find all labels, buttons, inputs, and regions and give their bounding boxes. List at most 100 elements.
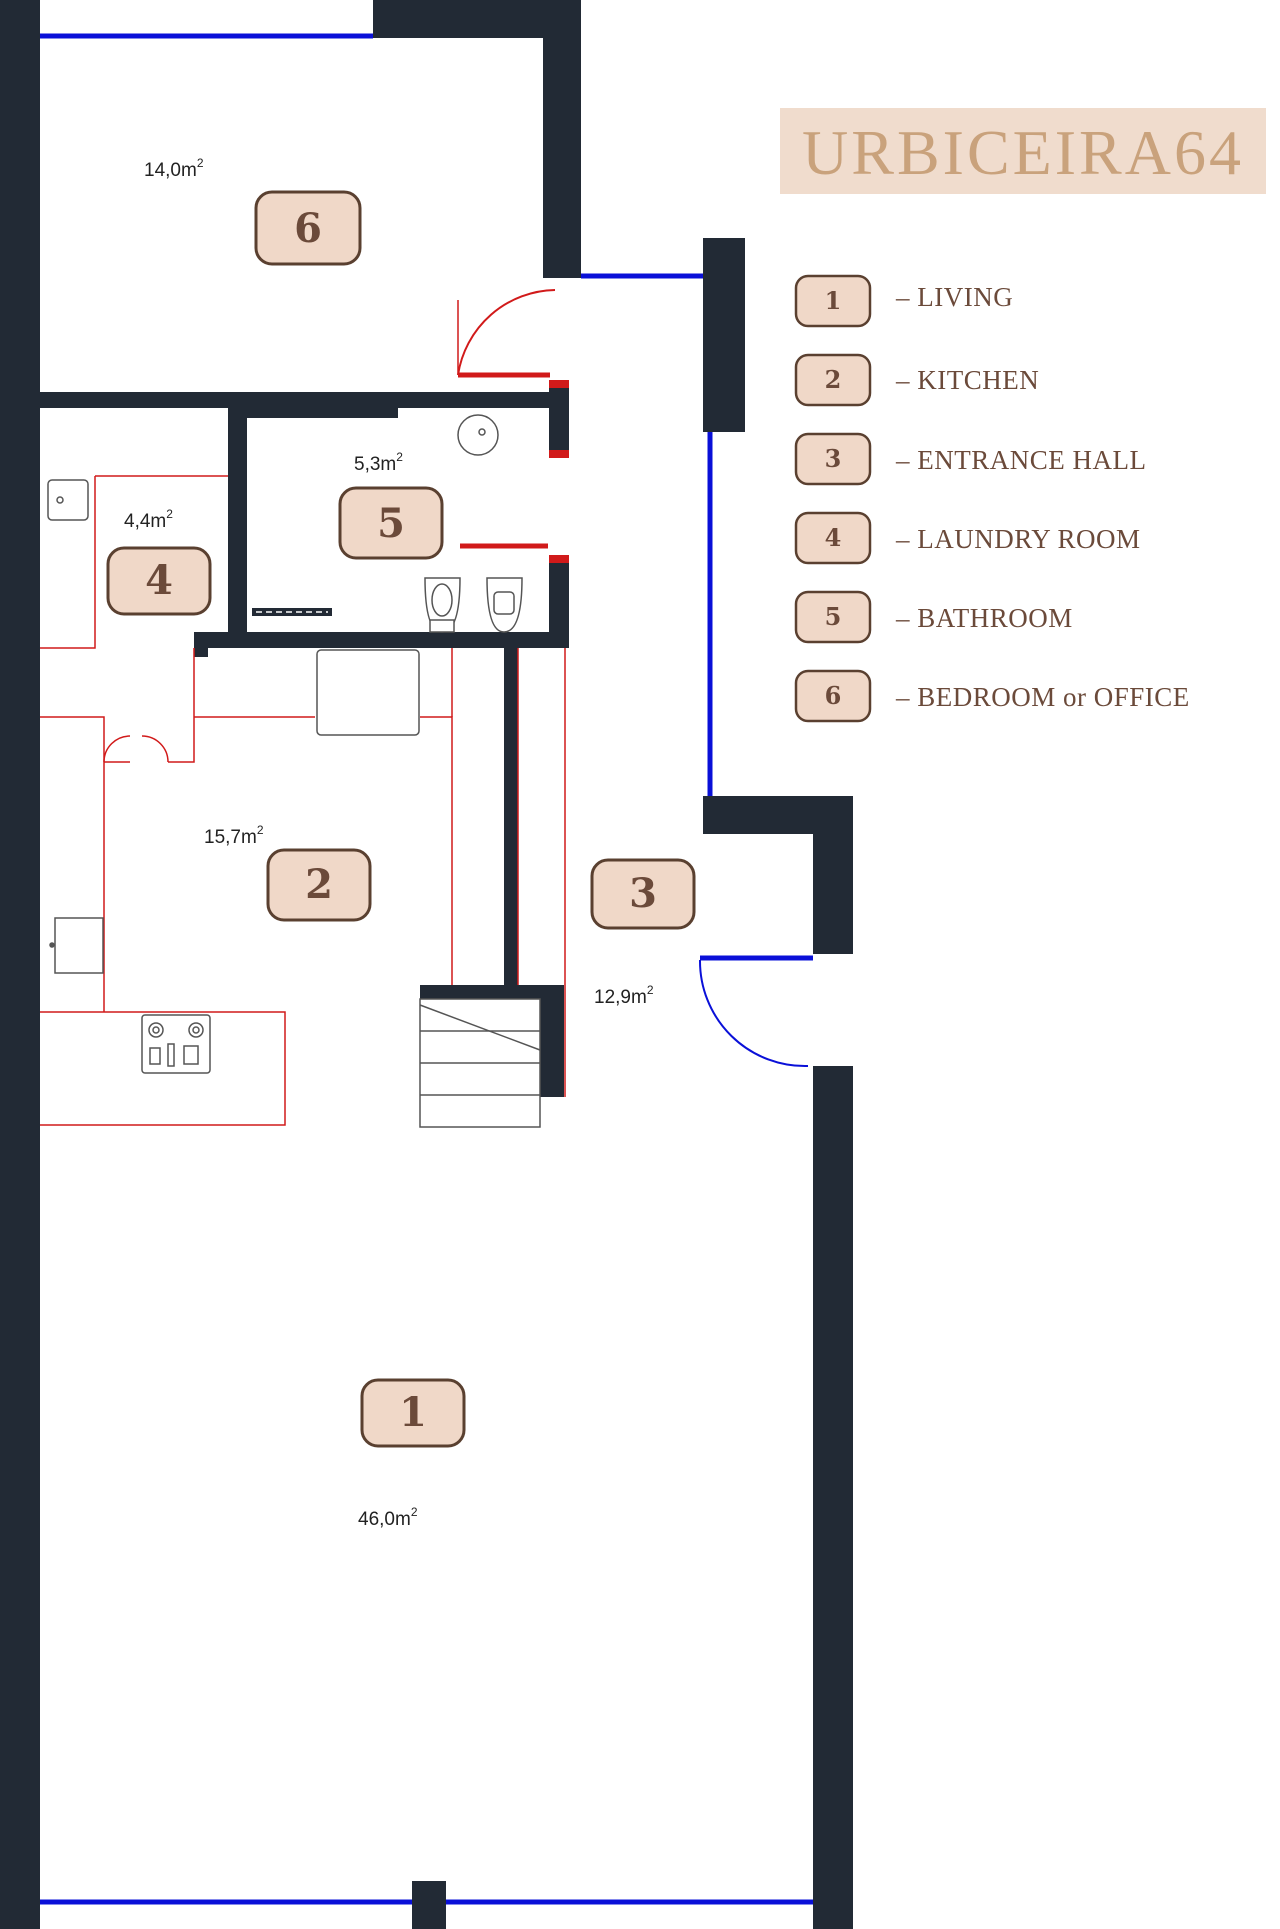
room-1: 1 46,0m2 — [358, 1378, 466, 1530]
washing-machine-dot — [56, 496, 64, 504]
room-3: 3 12,9m2 — [590, 858, 696, 1008]
room-badge — [266, 848, 372, 922]
cooktop-burner-d — [167, 1043, 175, 1067]
legend-label: – LAUNDRY ROOM — [895, 524, 1141, 554]
bidet-basin — [493, 591, 515, 615]
bath-door-jamb-lower — [549, 555, 569, 648]
room-5: 5 5,3m2 — [338, 450, 444, 560]
legend-badge — [794, 590, 872, 644]
windows — [40, 33, 813, 1905]
legend-number: 1 — [825, 286, 842, 315]
room-area: 4,4m2 — [124, 507, 173, 532]
room-area: 46,0m2 — [358, 1505, 418, 1530]
stair-rail-wall — [504, 645, 518, 985]
room-area: 14,0m2 — [144, 156, 204, 181]
room-number: 6 — [294, 205, 322, 252]
legend-item: 2 – KITCHEN — [794, 353, 1039, 407]
stair-side-wall — [540, 985, 564, 1097]
legend-badge — [794, 669, 872, 723]
legend-label: – KITCHEN — [895, 365, 1039, 395]
door-stop-c — [549, 555, 569, 563]
room-area: 5,3m2 — [354, 450, 403, 475]
bath-south-wall-return — [194, 632, 208, 657]
room-area: 12,9m2 — [594, 983, 654, 1008]
cooktop-burner-c — [149, 1047, 161, 1065]
legend-label: – ENTRANCE HALL — [895, 445, 1146, 475]
walls — [0, 0, 853, 1929]
kitchen-island — [40, 1011, 286, 1126]
laundry-bath-partition — [228, 392, 247, 635]
laundry-outline-side — [40, 476, 96, 649]
bath-south-wall — [194, 632, 568, 648]
kitchen-side-unit-dot — [49, 942, 55, 948]
bathroom-sink-drain — [478, 428, 486, 436]
living-east-wall — [813, 1066, 853, 1929]
kitchen-counter-west — [40, 716, 105, 1012]
toilet-seat — [431, 583, 453, 617]
legend-number: 2 — [825, 365, 842, 394]
cooktop-burner-b-inner — [192, 1026, 200, 1034]
legend-item: 4 – LAUNDRY ROOM — [794, 511, 1141, 565]
kitchen-door-jamb-b — [168, 648, 195, 763]
bath-north-wall — [228, 392, 398, 418]
room-4: 4 4,4m2 — [106, 507, 212, 616]
legend-label: – BATHROOM — [895, 603, 1073, 633]
legend-badge — [794, 274, 872, 328]
bedroom-door-swing — [457, 289, 556, 376]
door-stop-b — [549, 450, 569, 458]
cooktop-burner-a-inner — [152, 1026, 160, 1034]
kitchen-side-unit — [54, 917, 104, 974]
legend-label: – LIVING — [895, 282, 1013, 312]
room-number: 4 — [145, 557, 173, 604]
room-badge — [106, 546, 212, 616]
legend-item: 3 – ENTRANCE HALL — [794, 432, 1146, 486]
legend-label: – BEDROOM or OFFICE — [895, 682, 1190, 712]
stair-direction-line — [419, 1004, 541, 1051]
entrance-door-swing — [698, 959, 809, 1068]
brand-name: URBICEIRA64 — [802, 117, 1244, 188]
south-mullion — [412, 1881, 446, 1929]
bath-door-jamb-upper — [549, 380, 569, 450]
toilet-tank — [429, 619, 455, 633]
kitchen-appliance — [316, 649, 420, 736]
room-number: 1 — [399, 1389, 427, 1436]
legend-number: 6 — [825, 681, 842, 710]
legend-item: 1 – LIVING — [794, 274, 1013, 328]
legend-badge — [794, 353, 872, 407]
legend: 1 – LIVING 2 – KITCHEN 3 – ENTRANCE HALL… — [794, 274, 1190, 723]
entrance-niche-side — [813, 796, 853, 954]
door-stop-a — [549, 380, 569, 388]
room-2: 2 15,7m2 — [204, 823, 372, 922]
legend-item: 6 – BEDROOM or OFFICE — [794, 669, 1190, 723]
room-number: 2 — [305, 861, 333, 908]
bathroom-sink — [457, 414, 499, 456]
stair-top-wall — [420, 985, 564, 999]
brand-logo: URBICEIRA64 — [780, 108, 1266, 194]
west-exterior-wall — [0, 0, 40, 1929]
legend-number: 4 — [825, 523, 842, 552]
kitchen-counter-north-b — [420, 716, 453, 985]
room-6: 6 14,0m2 — [144, 156, 362, 266]
legend-number: 3 — [825, 444, 842, 473]
room-badge — [254, 190, 362, 266]
room-area: 15,7m2 — [204, 823, 264, 848]
room-number: 5 — [377, 500, 405, 547]
room-number: 3 — [629, 870, 657, 917]
kitchen-double-door — [103, 735, 169, 763]
legend-item: 5 – BATHROOM — [794, 590, 1073, 644]
brand-logo-background — [780, 108, 1266, 194]
room-badge — [590, 858, 696, 930]
room-badge — [360, 1378, 466, 1448]
hall-east-wall-upper — [703, 238, 745, 432]
bedroom-east-wall — [543, 0, 581, 278]
interior-lines — [40, 289, 569, 1126]
legend-badge — [794, 511, 872, 565]
legend-number: 5 — [825, 602, 842, 631]
legend-badge — [794, 432, 872, 486]
fixtures — [47, 414, 541, 1128]
room-badge — [338, 486, 444, 560]
cooktop-burner-e — [183, 1045, 199, 1065]
washing-machine — [47, 479, 89, 521]
